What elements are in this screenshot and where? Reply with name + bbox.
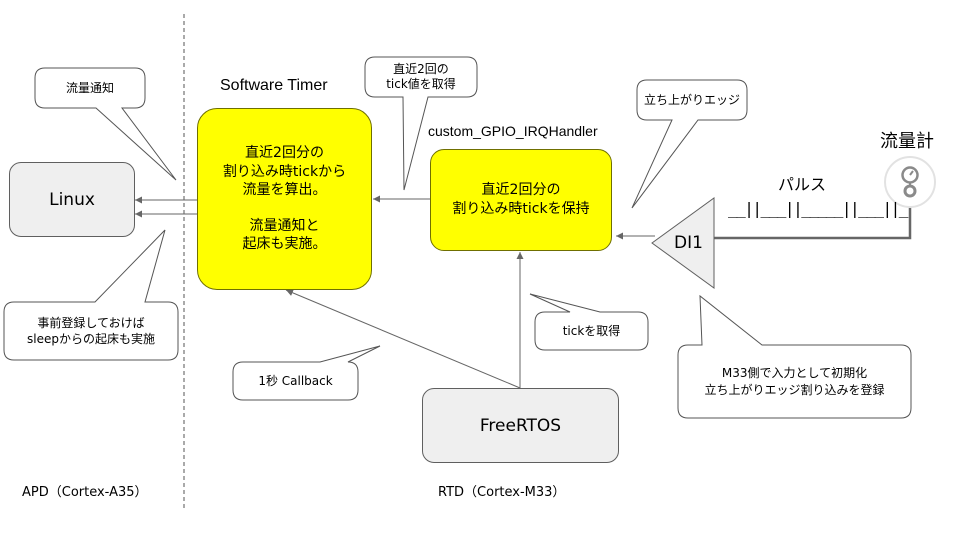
gpio-handler-title: custom_GPIO_IRQHandler (428, 123, 598, 139)
rtd-region-label: RTD（Cortex-M33） (438, 485, 566, 500)
pulse-label: パルス (778, 175, 827, 194)
pulse-wave: __||___||_____||___||_ (728, 199, 908, 218)
flowmeter-label: 流量計 (880, 131, 934, 152)
freertos-label: FreeRTOS (479, 415, 562, 436)
callout-callback: 1秒 Callback (258, 373, 333, 388)
flowmeter-icon (884, 156, 936, 208)
callout-pre-register-shape (3, 229, 179, 361)
callout-get-tick-shape (529, 293, 649, 351)
callout-rising-edge-shape (631, 79, 748, 209)
freertos-box: FreeRTOS (422, 388, 619, 463)
gpio-handler-body: 直近2回分の 割り込み時tickを保持 (452, 182, 590, 217)
callout-m33-init: M33側で入力として初期化 立ち上がりエッジ割り込みを登録 (704, 366, 885, 397)
arrow-freertos-to-timer (285, 289, 521, 389)
gpio-handler-box: 直近2回分の 割り込み時tickを保持 (430, 149, 612, 251)
callout-callback-shape (232, 345, 381, 401)
software-timer-title: Software Timer (220, 77, 328, 94)
apd-region-label: APD（Cortex-A35） (22, 485, 148, 500)
callout-get-tick: tickを取得 (562, 323, 621, 338)
di1-label: DI1 (674, 233, 703, 253)
software-timer-body: 直近2回分の 割り込み時tickから 流量を算出。 流量通知と 起床も実施。 (222, 145, 347, 253)
callout-rising-edge: 立ち上がりエッジ (643, 92, 740, 107)
software-timer-box: 直近2回分の 割り込み時tickから 流量を算出。 流量通知と 起床も実施。 (197, 108, 372, 290)
callout-last-two-ticks-shape (364, 56, 478, 191)
linux-label: Linux (49, 189, 95, 210)
callout-m33-init-shape (677, 294, 912, 419)
linux-box: Linux (9, 162, 135, 237)
pulse-wire (714, 204, 912, 240)
callout-last-two-ticks: 直近2回の tick値を取得 (386, 62, 456, 91)
callout-flow-notify: 流量通知 (65, 80, 114, 95)
callout-pre-register: 事前登録しておけば sleepからの起床も実施 (27, 315, 155, 346)
callout-flow-notify-shape (34, 67, 177, 181)
di1-triangle (651, 197, 715, 289)
